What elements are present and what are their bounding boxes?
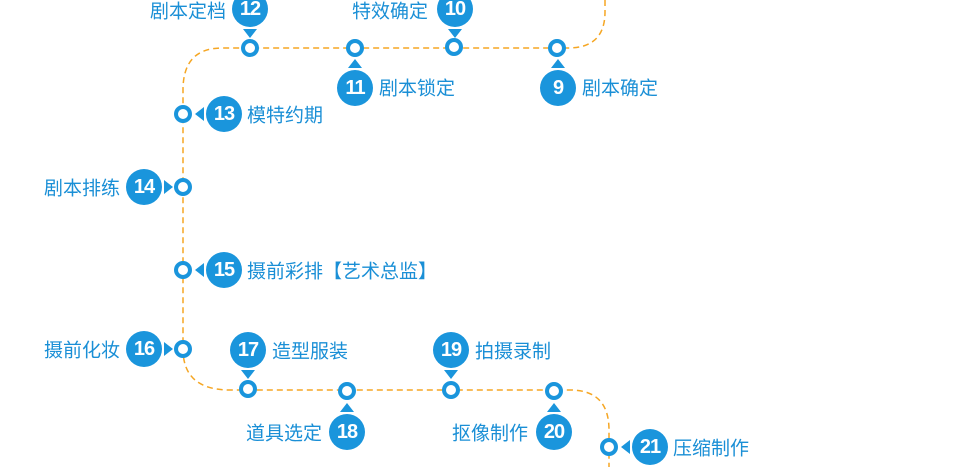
step-label-20: 抠像制作 bbox=[451, 422, 528, 445]
step-label-12: 剧本定档 bbox=[149, 0, 226, 23]
step-node-17[interactable] bbox=[239, 380, 257, 398]
step-label-11: 剧本锁定 bbox=[379, 77, 456, 100]
step-label-16: 摄前化妆 bbox=[43, 339, 120, 362]
step-badge-16: 16 bbox=[126, 331, 173, 367]
step-node-10[interactable] bbox=[445, 38, 463, 56]
step-badge-11: 11 bbox=[337, 59, 373, 106]
step-badge-17: 17 bbox=[230, 332, 266, 379]
step-label-18: 道具选定 bbox=[245, 422, 322, 445]
step-badge-10: 10 bbox=[437, 0, 473, 38]
step-badge-21: 21 bbox=[621, 429, 668, 465]
step-label-13: 模特约期 bbox=[247, 104, 324, 127]
step-node-19[interactable] bbox=[442, 381, 460, 399]
step-node-11[interactable] bbox=[346, 39, 364, 57]
step-badge-14: 14 bbox=[126, 169, 173, 205]
step-badge-20: 20 bbox=[536, 403, 572, 450]
step-badge-18: 18 bbox=[329, 403, 365, 450]
step-node-15[interactable] bbox=[174, 261, 192, 279]
step-badge-19: 19 bbox=[433, 332, 469, 379]
step-node-13[interactable] bbox=[174, 105, 192, 123]
step-badge-9: 9 bbox=[540, 59, 576, 106]
step-node-20[interactable] bbox=[545, 382, 563, 400]
step-label-10: 特效确定 bbox=[351, 0, 428, 23]
step-label-19: 拍摄录制 bbox=[475, 340, 552, 363]
step-node-21[interactable] bbox=[600, 438, 618, 456]
step-badge-15: 15 bbox=[195, 252, 242, 288]
step-node-14[interactable] bbox=[174, 178, 192, 196]
step-label-15: 摄前彩排【艺术总监】 bbox=[247, 260, 438, 283]
step-label-14: 剧本排练 bbox=[43, 177, 120, 200]
step-node-9[interactable] bbox=[548, 39, 566, 57]
step-node-18[interactable] bbox=[338, 382, 356, 400]
step-node-12[interactable] bbox=[241, 39, 259, 57]
step-badge-13: 13 bbox=[195, 96, 242, 132]
step-label-9: 剧本确定 bbox=[582, 77, 659, 100]
step-label-21: 压缩制作 bbox=[673, 437, 750, 460]
step-label-17: 造型服装 bbox=[272, 340, 349, 363]
step-node-16[interactable] bbox=[174, 340, 192, 358]
